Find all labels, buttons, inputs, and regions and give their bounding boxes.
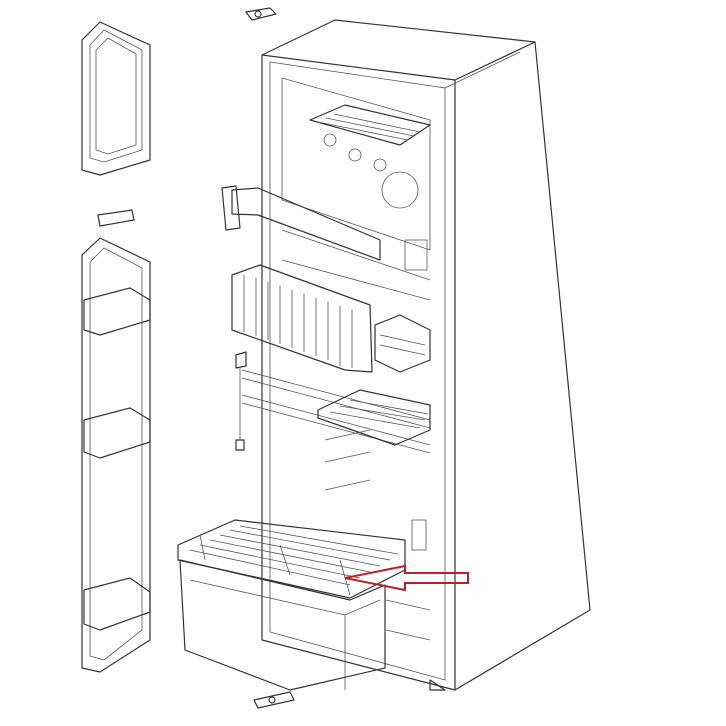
crisper-drawer xyxy=(179,559,431,691)
freezer-door xyxy=(81,21,151,176)
fan xyxy=(381,171,419,209)
fridge-cabinet xyxy=(261,19,591,691)
thermostat-sensor xyxy=(235,351,247,451)
red-arrow-indicator xyxy=(344,564,469,592)
control-panel xyxy=(221,185,381,261)
door-shelf-2 xyxy=(83,407,151,459)
freezer-shelf xyxy=(309,104,431,146)
wire-shelf-rails xyxy=(241,369,431,454)
shelf-supports xyxy=(324,429,371,491)
fridge-door xyxy=(81,237,151,673)
glass-shelf-2 xyxy=(317,389,431,446)
evaporator xyxy=(231,264,373,373)
hinge-bottom xyxy=(253,691,295,709)
door-shelf-3 xyxy=(83,577,151,631)
hinge-top xyxy=(245,7,277,21)
glass-shelf-1 xyxy=(374,314,431,373)
freezer-compartment xyxy=(281,77,431,251)
door-shelf-1 xyxy=(83,287,151,336)
hinge-middle xyxy=(97,209,135,227)
